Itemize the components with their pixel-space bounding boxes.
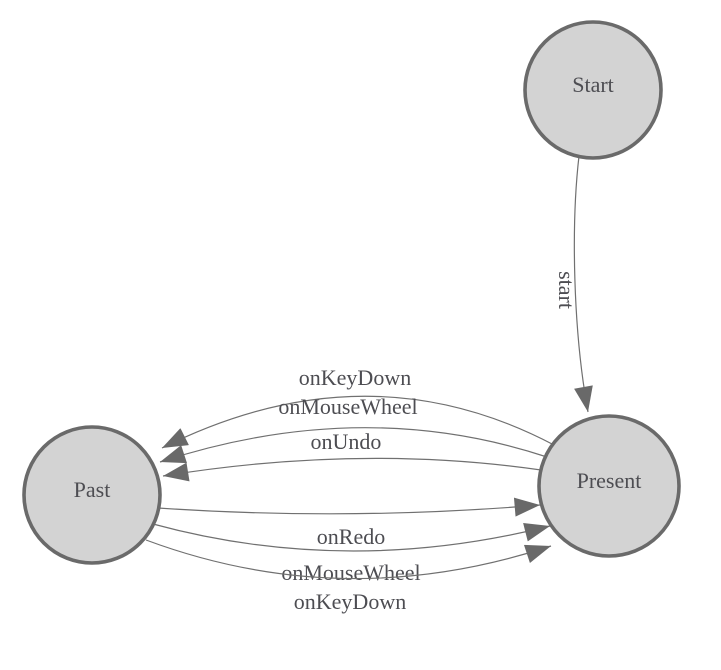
edge-past-to-present-onmousewheel-path bbox=[152, 522, 551, 552]
edge-past-to-present-onredo-path bbox=[157, 497, 541, 517]
edge-start-to-present-path bbox=[573, 155, 593, 413]
edge-present-to-past-onundo: onUndo bbox=[162, 429, 542, 482]
edge-past-to-present-onmousewheel: onMouseWheel bbox=[152, 522, 551, 585]
state-node-past: Past bbox=[22, 425, 162, 565]
edge-label-onmousewheel-top: onMouseWheel bbox=[278, 394, 417, 419]
edge-past-to-present-onkeydown: onKeyDown bbox=[145, 539, 552, 614]
edge-past-to-present-onredo: onRedo bbox=[157, 497, 541, 549]
state-circle-present bbox=[537, 414, 681, 558]
state-label-start: Start bbox=[572, 72, 614, 97]
state-node-start: Start bbox=[523, 20, 663, 160]
edge-past-to-present-onkeydown-path bbox=[145, 539, 552, 580]
edge-label-onundo: onUndo bbox=[311, 429, 382, 454]
state-circle-start bbox=[523, 20, 663, 160]
edge-start-to-present: start bbox=[554, 155, 593, 413]
state-node-present: Present bbox=[537, 414, 681, 558]
state-label-past: Past bbox=[74, 477, 111, 502]
edge-present-to-past-onmousewheel: onMouseWheel bbox=[159, 394, 548, 464]
edge-label-onkeydown-top: onKeyDown bbox=[299, 365, 411, 390]
state-label-present: Present bbox=[577, 468, 642, 493]
edge-label-onredo: onRedo bbox=[317, 524, 385, 549]
edge-present-to-past-onmousewheel-path bbox=[159, 427, 548, 464]
edge-label-start: start bbox=[554, 271, 579, 309]
edge-present-to-past-onundo-path bbox=[162, 457, 542, 482]
edge-label-onkeydown-bottom: onKeyDown bbox=[294, 589, 406, 614]
edge-label-onmousewheel-bottom: onMouseWheel bbox=[281, 560, 420, 585]
state-circle-past bbox=[22, 425, 162, 565]
edge-present-to-past-onkeydown: onKeyDown bbox=[161, 365, 555, 449]
edge-present-to-past-onkeydown-path bbox=[161, 395, 555, 449]
